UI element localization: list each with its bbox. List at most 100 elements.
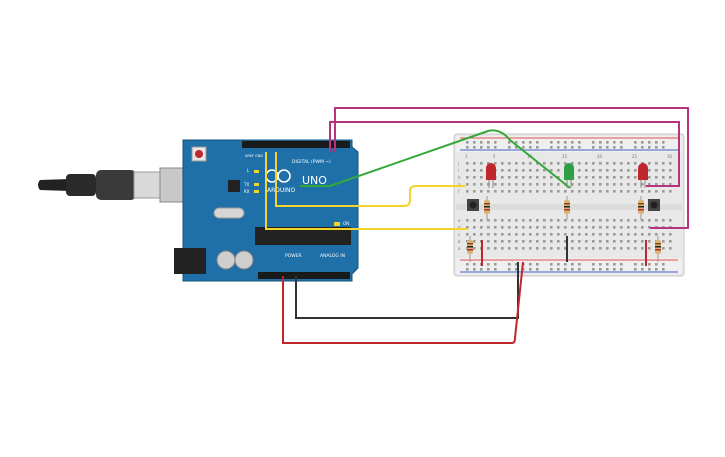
breadboard-hole[interactable] — [487, 247, 490, 250]
breadboard-hole[interactable] — [606, 176, 609, 179]
power-rail-hole[interactable] — [641, 268, 644, 271]
wire-magenta-2[interactable] — [329, 121, 680, 187]
resistor[interactable] — [564, 196, 570, 220]
breadboard-hole[interactable] — [557, 219, 560, 222]
breadboard-hole[interactable] — [536, 190, 539, 193]
breadboard-hole[interactable] — [501, 176, 504, 179]
breadboard-hole[interactable] — [536, 183, 539, 186]
breadboard-hole[interactable] — [564, 233, 567, 236]
breadboard-hole[interactable] — [487, 226, 490, 229]
power-rail-hole[interactable] — [557, 268, 560, 271]
breadboard-hole[interactable] — [585, 169, 588, 172]
power-rail-hole[interactable] — [557, 263, 560, 266]
breadboard-hole[interactable] — [480, 183, 483, 186]
breadboard-hole[interactable] — [648, 183, 651, 186]
breadboard-hole[interactable] — [669, 240, 672, 243]
breadboard-hole[interactable] — [592, 247, 595, 250]
wire-green[interactable] — [300, 129, 571, 189]
power-rail-hole[interactable] — [473, 268, 476, 271]
breadboard-hole[interactable] — [550, 176, 553, 179]
breadboard-hole[interactable] — [669, 247, 672, 250]
breadboard-hole[interactable] — [473, 190, 476, 193]
breadboard-hole[interactable] — [606, 183, 609, 186]
breadboard-hole[interactable] — [669, 176, 672, 179]
breadboard-holes[interactable] — [466, 141, 672, 271]
breadboard-hole[interactable] — [578, 162, 581, 165]
breadboard-hole[interactable] — [557, 240, 560, 243]
breadboard-hole[interactable] — [508, 233, 511, 236]
breadboard-hole[interactable] — [550, 240, 553, 243]
breadboard-hole[interactable] — [634, 240, 637, 243]
breadboard-hole[interactable] — [466, 219, 469, 222]
breadboard-hole[interactable] — [627, 247, 630, 250]
breadboard-hole[interactable] — [543, 240, 546, 243]
breadboard-hole[interactable] — [613, 247, 616, 250]
power-rail-hole[interactable] — [473, 263, 476, 266]
breadboard-hole[interactable] — [627, 240, 630, 243]
power-rail-hole[interactable] — [487, 141, 490, 144]
breadboard-hole[interactable] — [557, 183, 560, 186]
breadboard-hole[interactable] — [613, 183, 616, 186]
breadboard-hole[interactable] — [466, 183, 469, 186]
breadboard-hole[interactable] — [473, 219, 476, 222]
breadboard-hole[interactable] — [662, 176, 665, 179]
breadboard-hole[interactable] — [578, 240, 581, 243]
breadboard-hole[interactable] — [529, 190, 532, 193]
breadboard-hole[interactable] — [592, 176, 595, 179]
breadboard-hole[interactable] — [480, 162, 483, 165]
breadboard-hole[interactable] — [529, 162, 532, 165]
breadboard-hole[interactable] — [627, 219, 630, 222]
breadboard-hole[interactable] — [543, 233, 546, 236]
breadboard-hole[interactable] — [494, 219, 497, 222]
breadboard-hole[interactable] — [669, 169, 672, 172]
breadboard-hole[interactable] — [634, 183, 637, 186]
breadboard-hole[interactable] — [494, 233, 497, 236]
breadboard-hole[interactable] — [585, 240, 588, 243]
wire-red-5v[interactable] — [282, 261, 524, 344]
breadboard-hole[interactable] — [550, 233, 553, 236]
breadboard-hole[interactable] — [557, 226, 560, 229]
breadboard-hole[interactable] — [627, 183, 630, 186]
breadboard-hole[interactable] — [634, 226, 637, 229]
power-rail-hole[interactable] — [515, 141, 518, 144]
bottom-power-rail[interactable] — [456, 258, 682, 274]
breadboard-hole[interactable] — [557, 190, 560, 193]
power-rail-hole[interactable] — [641, 263, 644, 266]
power-rail-hole[interactable] — [508, 263, 511, 266]
power-rail-hole[interactable] — [613, 146, 616, 149]
breadboard-hole[interactable] — [536, 240, 539, 243]
power-rail-hole[interactable] — [508, 146, 511, 149]
breadboard-hole[interactable] — [473, 162, 476, 165]
breadboard-hole[interactable] — [522, 219, 525, 222]
breadboard-hole[interactable] — [529, 183, 532, 186]
breadboard-hole[interactable] — [515, 169, 518, 172]
breadboard-hole[interactable] — [592, 219, 595, 222]
power-rail-hole[interactable] — [466, 141, 469, 144]
breadboard-hole[interactable] — [494, 162, 497, 165]
power-rail-hole[interactable] — [620, 268, 623, 271]
power-rail-hole[interactable] — [599, 141, 602, 144]
breadboard-hole[interactable] — [585, 176, 588, 179]
power-rail-hole[interactable] — [487, 146, 490, 149]
breadboard-hole[interactable] — [648, 176, 651, 179]
breadboard-hole[interactable] — [508, 190, 511, 193]
power-rail-hole[interactable] — [564, 146, 567, 149]
breadboard-hole[interactable] — [641, 233, 644, 236]
power-rail-hole[interactable] — [634, 146, 637, 149]
breadboard-hole[interactable] — [508, 240, 511, 243]
breadboard-hole[interactable] — [515, 247, 518, 250]
power-rail-hole[interactable] — [592, 268, 595, 271]
breadboard-hole[interactable] — [494, 226, 497, 229]
power-rail-hole[interactable] — [606, 146, 609, 149]
breadboard-hole[interactable] — [508, 226, 511, 229]
breadboard-hole[interactable] — [648, 233, 651, 236]
breadboard-hole[interactable] — [599, 247, 602, 250]
power-rail-hole[interactable] — [466, 263, 469, 266]
breadboard-hole[interactable] — [627, 226, 630, 229]
breadboard-hole[interactable] — [501, 183, 504, 186]
breadboard-hole[interactable] — [627, 169, 630, 172]
breadboard-hole[interactable] — [578, 190, 581, 193]
breadboard-hole[interactable] — [578, 226, 581, 229]
power-rail-hole[interactable] — [536, 141, 539, 144]
breadboard-hole[interactable] — [515, 219, 518, 222]
